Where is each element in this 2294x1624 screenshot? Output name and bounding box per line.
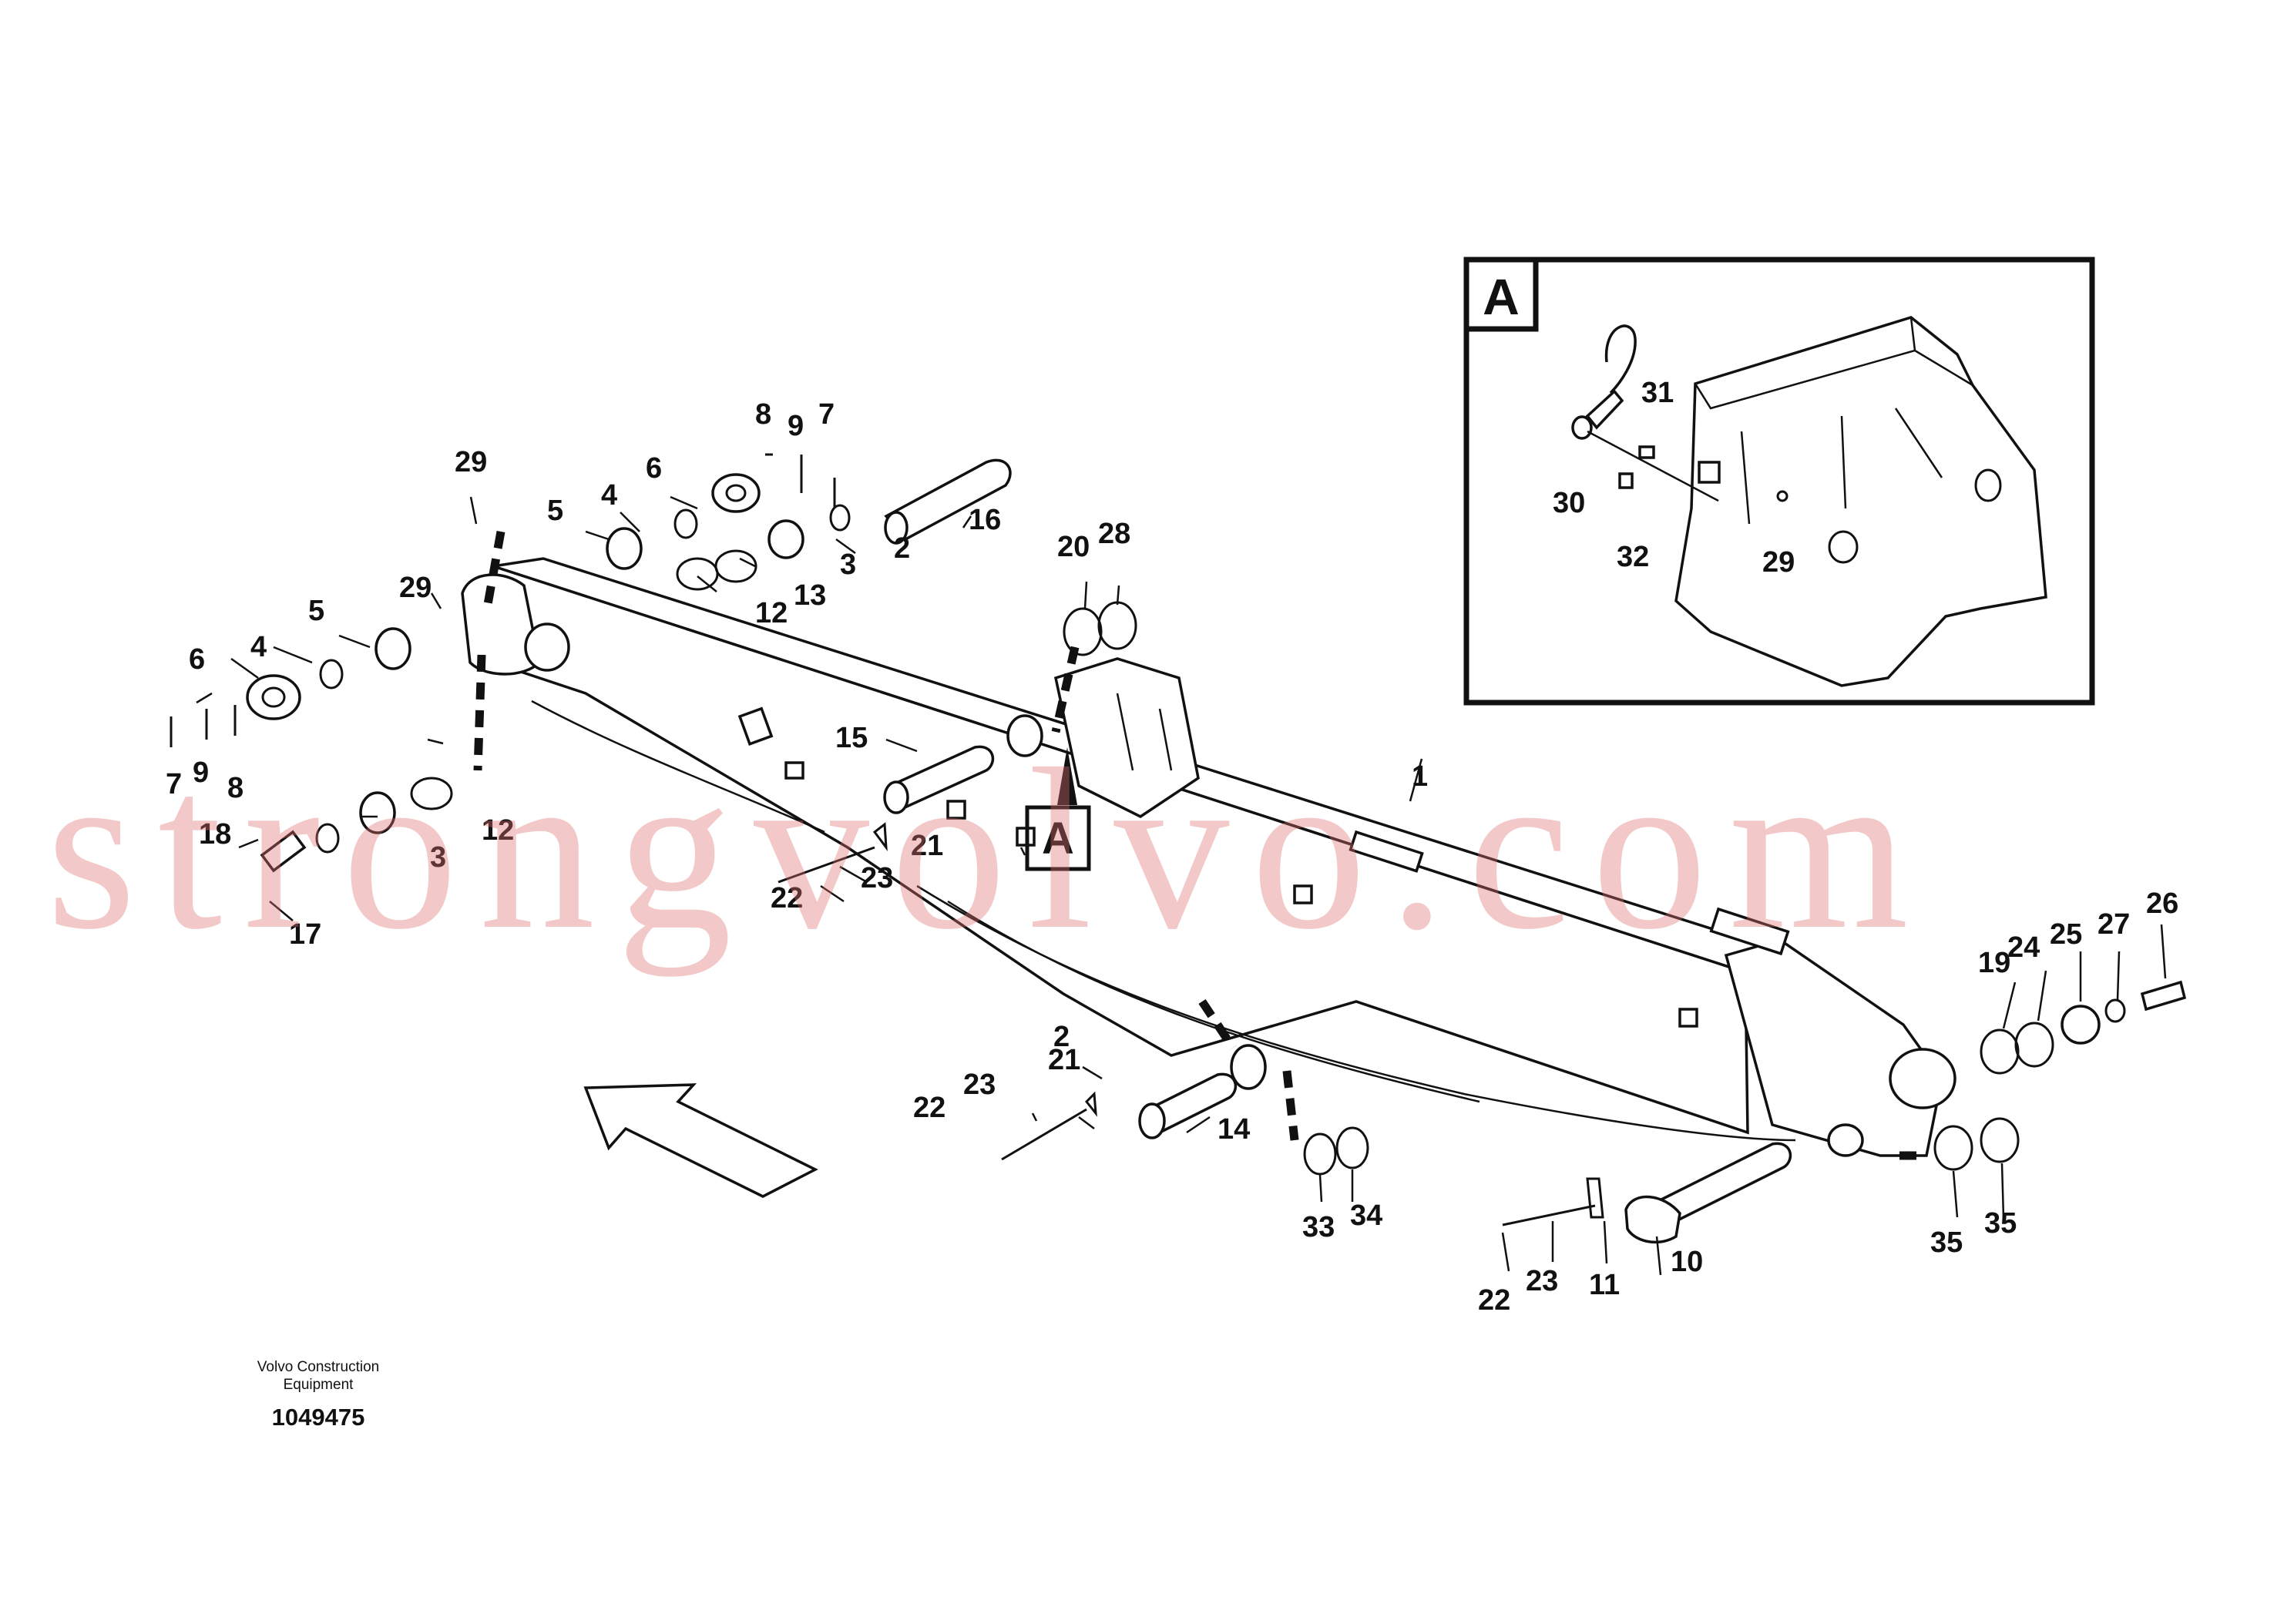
leader-lines xyxy=(196,495,2167,1276)
callout-29: 29 xyxy=(399,572,432,604)
drawing-number: 1049475 xyxy=(271,1404,365,1431)
callout-7: 7 xyxy=(166,768,182,800)
callout-23: 23 xyxy=(861,862,893,894)
callout-27: 27 xyxy=(2098,908,2130,941)
callout-labels: 1 2 2 3 3 4 4 5 5 6 6 7 7 8 8 9 9 10 11 … xyxy=(166,377,2178,1317)
callout-4: 4 xyxy=(601,479,617,512)
callout-34: 34 xyxy=(1350,1200,1382,1232)
callout-22: 22 xyxy=(771,882,803,914)
callout-26: 26 xyxy=(2146,887,2178,920)
callout-17: 17 xyxy=(289,918,321,951)
detail-inset-a: A xyxy=(1463,257,2095,706)
callout-21: 21 xyxy=(911,830,943,862)
rear-pin-cluster xyxy=(1502,980,2187,1244)
callout-22: 22 xyxy=(913,1092,945,1124)
callout-20: 20 xyxy=(1057,531,1090,563)
callout-2: 2 xyxy=(894,532,910,565)
callout-18: 18 xyxy=(199,818,231,851)
callout-16: 16 xyxy=(969,504,1001,536)
callout-12: 12 xyxy=(482,814,514,847)
callout-15: 15 xyxy=(835,722,868,754)
boom-body xyxy=(461,557,1956,1157)
callout-29: 29 xyxy=(1762,546,1795,579)
callout-35: 35 xyxy=(1984,1207,2017,1240)
footer-company-line2: Equipment xyxy=(283,1377,354,1393)
front-pin-cluster xyxy=(170,453,1012,873)
callout-33: 33 xyxy=(1302,1211,1335,1243)
callout-7: 7 xyxy=(818,398,835,431)
footer-company-line1: Volvo Construction xyxy=(257,1359,380,1375)
callout-31: 31 xyxy=(1641,377,1674,409)
callout-5: 5 xyxy=(308,595,324,627)
view-marker-label: A xyxy=(1042,814,1074,864)
callout-19: 19 xyxy=(1978,947,2010,979)
callout-21: 21 xyxy=(1048,1044,1080,1076)
callout-8: 8 xyxy=(227,772,244,804)
callout-6: 6 xyxy=(189,643,205,676)
callout-4: 4 xyxy=(250,631,267,663)
callout-1: 1 xyxy=(1412,760,1428,793)
direction-arrow xyxy=(583,1083,818,1198)
callout-3: 3 xyxy=(840,549,856,581)
callout-29: 29 xyxy=(455,446,487,478)
callout-3: 3 xyxy=(430,841,446,874)
callout-9: 9 xyxy=(193,757,209,789)
view-marker-a: A xyxy=(1025,747,1091,871)
callout-30: 30 xyxy=(1553,487,1585,519)
callout-8: 8 xyxy=(755,398,771,431)
callout-23: 23 xyxy=(1526,1265,1558,1297)
callout-35: 35 xyxy=(1930,1226,1963,1259)
callout-24: 24 xyxy=(2007,931,2040,964)
callout-14: 14 xyxy=(1218,1113,1250,1146)
callout-22: 22 xyxy=(1478,1284,1510,1317)
callout-25: 25 xyxy=(2050,918,2082,951)
callout-9: 9 xyxy=(788,410,804,442)
callout-23: 23 xyxy=(963,1069,996,1101)
callout-6: 6 xyxy=(646,452,662,485)
callout-32: 32 xyxy=(1617,541,1649,573)
callout-10: 10 xyxy=(1671,1246,1703,1278)
callout-2: 2 xyxy=(1053,1021,1070,1053)
detail-inset-label: A xyxy=(1483,268,1520,325)
callout-11: 11 xyxy=(1589,1269,1620,1301)
callout-13: 13 xyxy=(794,579,826,612)
callout-12: 12 xyxy=(755,597,788,629)
callout-28: 28 xyxy=(1098,518,1130,550)
callout-5: 5 xyxy=(547,495,563,527)
